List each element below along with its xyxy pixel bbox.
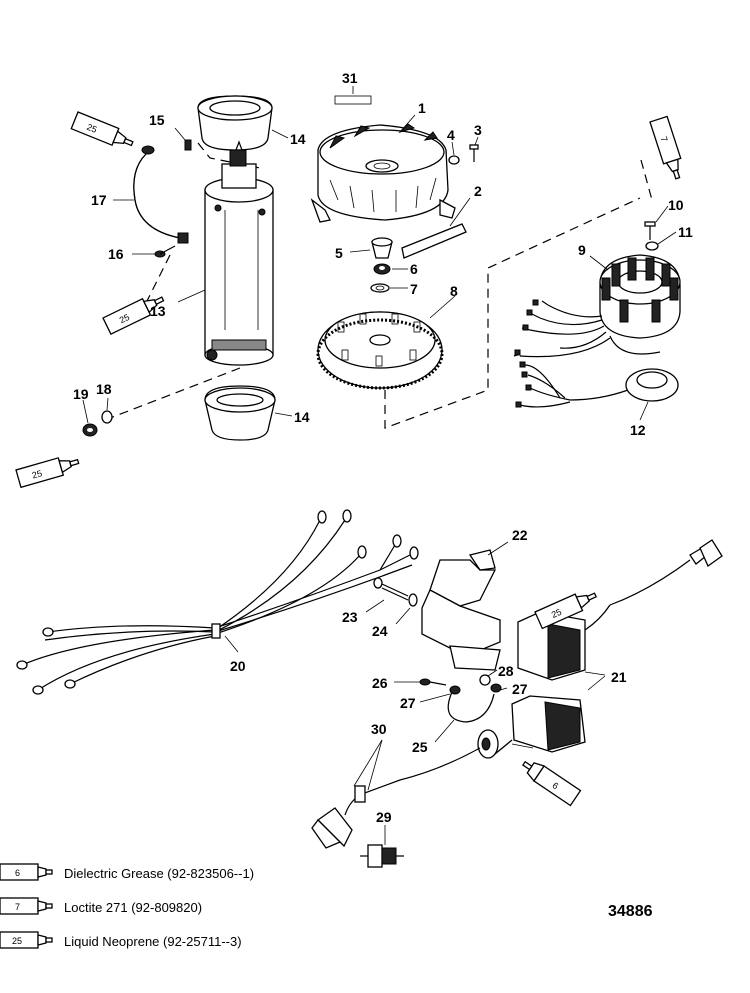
- tube-6-coil: 6: [522, 760, 582, 807]
- tube-25-top-left: 25: [70, 111, 134, 147]
- callout-23: 23: [342, 609, 358, 625]
- washer-11: [645, 241, 659, 251]
- svg-text:7: 7: [15, 902, 20, 912]
- cable-17: [133, 145, 189, 244]
- nut-27-right: [490, 683, 502, 693]
- callout-29: 29: [376, 809, 392, 825]
- screw-16: [154, 245, 176, 258]
- flywheel-cover-1: [310, 123, 456, 223]
- tube-7-right: 7: [649, 115, 682, 180]
- callout-7: 7: [410, 281, 418, 297]
- callout-14-bottom: 14: [294, 409, 310, 425]
- screw-26: [419, 678, 447, 686]
- callout-24: 24: [372, 623, 388, 639]
- document-number: 34886: [608, 903, 653, 920]
- washer-24: [408, 593, 418, 607]
- ring-14-bottom: [204, 385, 276, 441]
- starter-motor-13: [204, 140, 274, 366]
- spark-plug-29: [360, 844, 404, 868]
- stator-wires: [513, 299, 661, 358]
- svg-text:6: 6: [15, 868, 20, 878]
- callout-6: 6: [410, 261, 418, 277]
- legend-row-dielectric-grease: 6 Dielectric Grease (92-823506--1): [0, 863, 254, 881]
- screw-15: [184, 139, 192, 151]
- callout-13: 13: [150, 303, 166, 319]
- ground-wire-25: [447, 691, 495, 723]
- nut-19: [82, 423, 98, 437]
- nut-6: [373, 263, 391, 275]
- callout-2: 2: [474, 183, 482, 199]
- svg-text:25: 25: [12, 936, 22, 946]
- svg-text:Loctite 271 (92-809820): Loctite 271 (92-809820): [64, 900, 202, 915]
- nut-27-left: [449, 685, 461, 695]
- ring-14-top: [197, 95, 273, 151]
- callout-26: 26: [372, 675, 388, 691]
- callout-18: 18: [96, 381, 112, 397]
- svg-text:Dielectric Grease (92-823506--: Dielectric Grease (92-823506--1): [64, 866, 254, 881]
- callout-15: 15: [149, 112, 165, 128]
- svg-text:25: 25: [85, 122, 98, 135]
- harness-20: [16, 509, 419, 695]
- coil-21-upper: [517, 539, 723, 681]
- washer-4: [448, 155, 460, 165]
- callout-9: 9: [578, 242, 586, 258]
- legend-row-loctite: 7 Loctite 271 (92-809820): [0, 897, 202, 915]
- spark-lead-30: [311, 747, 481, 849]
- svg-text:Liquid Neoprene (92-25711--3): Liquid Neoprene (92-25711--3): [64, 934, 242, 949]
- callout-27-right: 27: [512, 681, 528, 697]
- bolt-23: [373, 577, 409, 601]
- svg-text:25: 25: [118, 312, 131, 325]
- tube-25-coil: 25: [534, 592, 597, 630]
- callout-4: 4: [447, 127, 455, 143]
- callout-12: 12: [630, 422, 646, 438]
- callout-28: 28: [498, 663, 514, 679]
- washer-18: [101, 410, 113, 424]
- screw-3: [469, 144, 479, 162]
- callout-25: 25: [412, 739, 428, 755]
- callout-8: 8: [450, 283, 458, 299]
- svg-text:7: 7: [658, 135, 669, 143]
- legend: 6 Dielectric Grease (92-823506--1) 7 Loc…: [0, 863, 254, 949]
- callout-14-top: 14: [290, 131, 306, 147]
- svg-text:6: 6: [551, 780, 561, 791]
- washer-7: [370, 283, 390, 293]
- callout-16: 16: [108, 246, 124, 262]
- stator-9: [599, 254, 681, 339]
- decal-31: [334, 95, 372, 105]
- callout-22: 22: [512, 527, 528, 543]
- bracket-22: [421, 549, 501, 671]
- svg-text:25: 25: [550, 607, 563, 620]
- flywheel-8: [316, 311, 444, 390]
- tube-25-bottom-left: 25: [15, 457, 80, 489]
- callout-5: 5: [335, 245, 343, 261]
- callout-20: 20: [230, 658, 246, 674]
- callout-1: 1: [418, 100, 426, 116]
- callout-11: 11: [678, 224, 693, 240]
- svg-text:25: 25: [31, 468, 43, 480]
- callout-10: 10: [668, 197, 684, 213]
- screw-10: [644, 221, 656, 240]
- legend-row-liquid-neoprene: 25 Liquid Neoprene (92-25711--3): [0, 931, 242, 949]
- callout-21: 21: [611, 669, 627, 685]
- callout-30: 30: [371, 721, 387, 737]
- callout-3: 3: [474, 122, 482, 138]
- trigger-12: [515, 361, 679, 408]
- coil-21-lower: [477, 695, 586, 759]
- callout-31: 31: [342, 70, 358, 86]
- strip-2: [401, 223, 467, 259]
- hub-5: [371, 237, 393, 259]
- callout-17: 17: [91, 192, 107, 208]
- tube-25-mid-left: 25: [102, 296, 165, 336]
- callout-19: 19: [73, 386, 89, 402]
- washer-28: [479, 674, 491, 686]
- callout-27-left: 27: [400, 695, 416, 711]
